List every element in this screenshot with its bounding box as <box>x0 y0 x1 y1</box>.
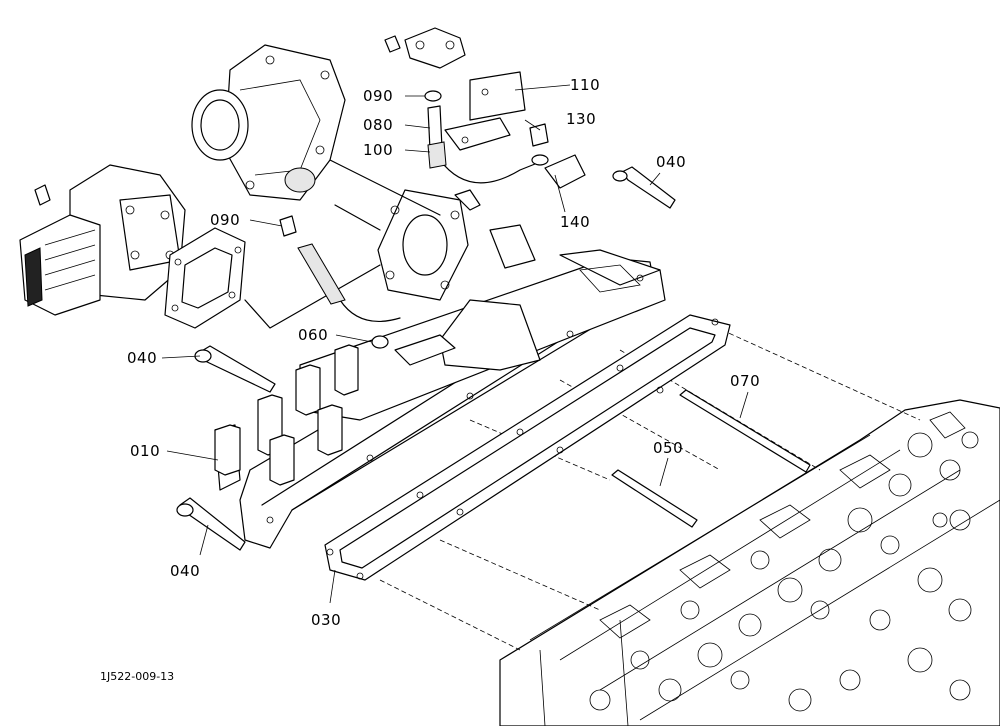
sensor-120 <box>384 27 466 69</box>
callout-040-a: 040 <box>656 153 687 171</box>
callout-040-c: 040 <box>170 562 201 580</box>
callout-010: 010 <box>130 442 161 460</box>
figure-id: 1J522-009-13 <box>100 670 175 683</box>
manifold-inlet-flange <box>377 189 536 301</box>
gasket-030 <box>324 314 731 581</box>
egr-valve <box>19 164 186 316</box>
cylinder-head <box>499 399 1000 726</box>
leader-lines <box>161 84 749 604</box>
egr-gasket-plate <box>164 227 246 329</box>
callout-090-b: 090 <box>210 211 241 229</box>
callout-030: 030 <box>311 611 342 629</box>
intake-manifold-010 <box>214 249 666 549</box>
callout-110: 110 <box>570 76 601 94</box>
throttle-body <box>191 44 346 201</box>
callout-040-b: 040 <box>127 349 158 367</box>
assembly-lines <box>244 159 546 329</box>
bolts-and-studs <box>176 166 811 551</box>
callout-140: 140 <box>560 213 591 231</box>
callout-080: 080 <box>363 116 394 134</box>
callout-070: 070 <box>730 372 761 390</box>
callout-050: 050 <box>653 439 684 457</box>
callout-100: 100 <box>363 141 394 159</box>
callout-060: 060 <box>298 326 329 344</box>
small-parts <box>279 90 586 366</box>
callout-130: 130 <box>566 110 597 128</box>
callout-090-a: 090 <box>363 87 394 105</box>
sensor-bracket-110 <box>444 71 526 151</box>
